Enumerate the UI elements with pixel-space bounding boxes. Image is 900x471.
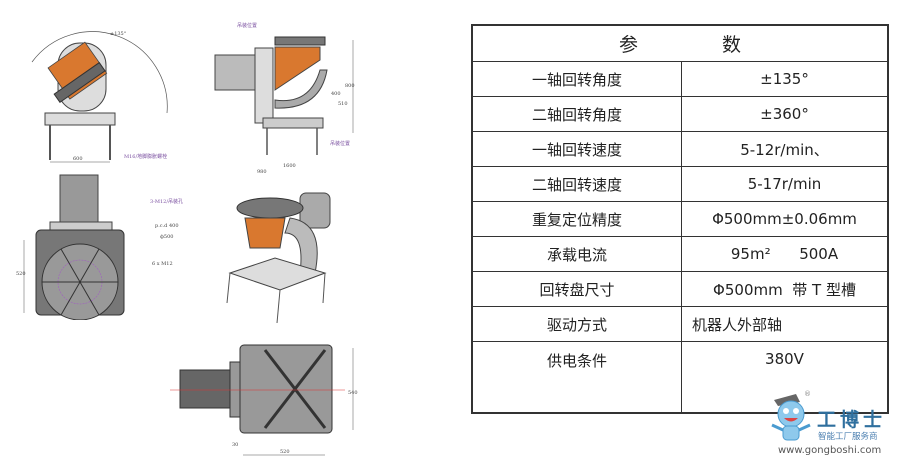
value-cell: ±360° bbox=[681, 96, 889, 132]
mascot-icon bbox=[771, 394, 811, 441]
top-lift-label: 吊装位置 bbox=[237, 22, 257, 29]
value-cell: Φ500mm 带 T 型槽 bbox=[681, 271, 889, 307]
width-label: 600 bbox=[73, 156, 83, 162]
value-cell: 5-17r/min bbox=[681, 166, 889, 202]
diameter-label: ф500 bbox=[160, 233, 173, 240]
table-row: 驱动方式机器人外部轴 bbox=[471, 306, 889, 342]
gongboshi-logo: ® 工博士 智能工厂服务商 www.gongboshi.com bbox=[764, 388, 900, 468]
value-cell: 95m² 500A bbox=[681, 236, 889, 272]
table-row: 二轴回转角度±360° bbox=[471, 96, 889, 132]
param-cell: 二轴回转速度 bbox=[471, 166, 682, 202]
value-cell: 机器人外部轴 bbox=[681, 306, 889, 342]
height-total-label: 800 bbox=[345, 83, 355, 89]
table-row: 一轴回转角度±135° bbox=[471, 61, 889, 97]
header-char-2: 数 bbox=[722, 34, 742, 56]
value-cell: ±135° bbox=[681, 61, 889, 97]
header-cell: 参 数 bbox=[471, 24, 889, 62]
value-cell: 5-12r/min、 bbox=[681, 131, 889, 167]
height-1-label: 400 bbox=[331, 91, 341, 97]
param-cell: 一轴回转角度 bbox=[471, 61, 682, 97]
param-cell: 一轴回转速度 bbox=[471, 131, 682, 167]
param-cell: 二轴回转角度 bbox=[471, 96, 682, 132]
angle-label: ±135° bbox=[110, 31, 127, 37]
base-width-label: 1600 bbox=[283, 163, 296, 169]
bottom-lift-label: 吊装位置 bbox=[330, 140, 350, 147]
param-cell: 承载电流 bbox=[471, 236, 682, 272]
height-label: 520 bbox=[16, 271, 26, 277]
pcd-label: p.c.d 400 bbox=[155, 223, 179, 229]
param-cell: 供电条件 bbox=[471, 341, 682, 414]
brand-name: 工博士 bbox=[817, 409, 887, 431]
slot-label: 6 x M12 bbox=[152, 261, 173, 267]
top-view-drawing: 3-M12/吊装孔 p.c.d 400 ф500 6 x M12 520 bbox=[16, 174, 183, 320]
registered-mark: ® bbox=[804, 390, 811, 398]
hole-label: 3-M12/吊装孔 bbox=[150, 198, 183, 205]
param-cell: 回转盘尺寸 bbox=[471, 271, 682, 307]
brand-tagline: 智能工厂服务商 bbox=[818, 432, 878, 442]
header-char-1: 参 bbox=[618, 34, 638, 56]
param-cell: 驱动方式 bbox=[471, 306, 682, 342]
side-view-drawing: 吊装位置 800 400 510 1600 980 吊装位置 bbox=[214, 22, 355, 175]
offset-label: 30 bbox=[232, 442, 238, 448]
param-cell: 重复定位精度 bbox=[471, 201, 682, 237]
total-width-label: 980 bbox=[257, 169, 267, 175]
table-header: 参 数 bbox=[471, 24, 889, 62]
bolt-label: M16/地脚膨胀螺栓 bbox=[124, 153, 167, 160]
height-label: 540 bbox=[348, 390, 358, 396]
plan-view-drawing: 540 520 30 bbox=[170, 344, 358, 456]
front-view-drawing: ±135° 600 M16/地脚膨胀螺栓 bbox=[31, 31, 168, 163]
isometric-drawing bbox=[226, 192, 331, 324]
brand-url: www.gongboshi.com bbox=[778, 445, 882, 456]
width-label: 520 bbox=[280, 449, 290, 455]
value-cell: Φ500mm±0.06mm bbox=[681, 201, 889, 237]
height-2-label: 510 bbox=[338, 101, 348, 107]
